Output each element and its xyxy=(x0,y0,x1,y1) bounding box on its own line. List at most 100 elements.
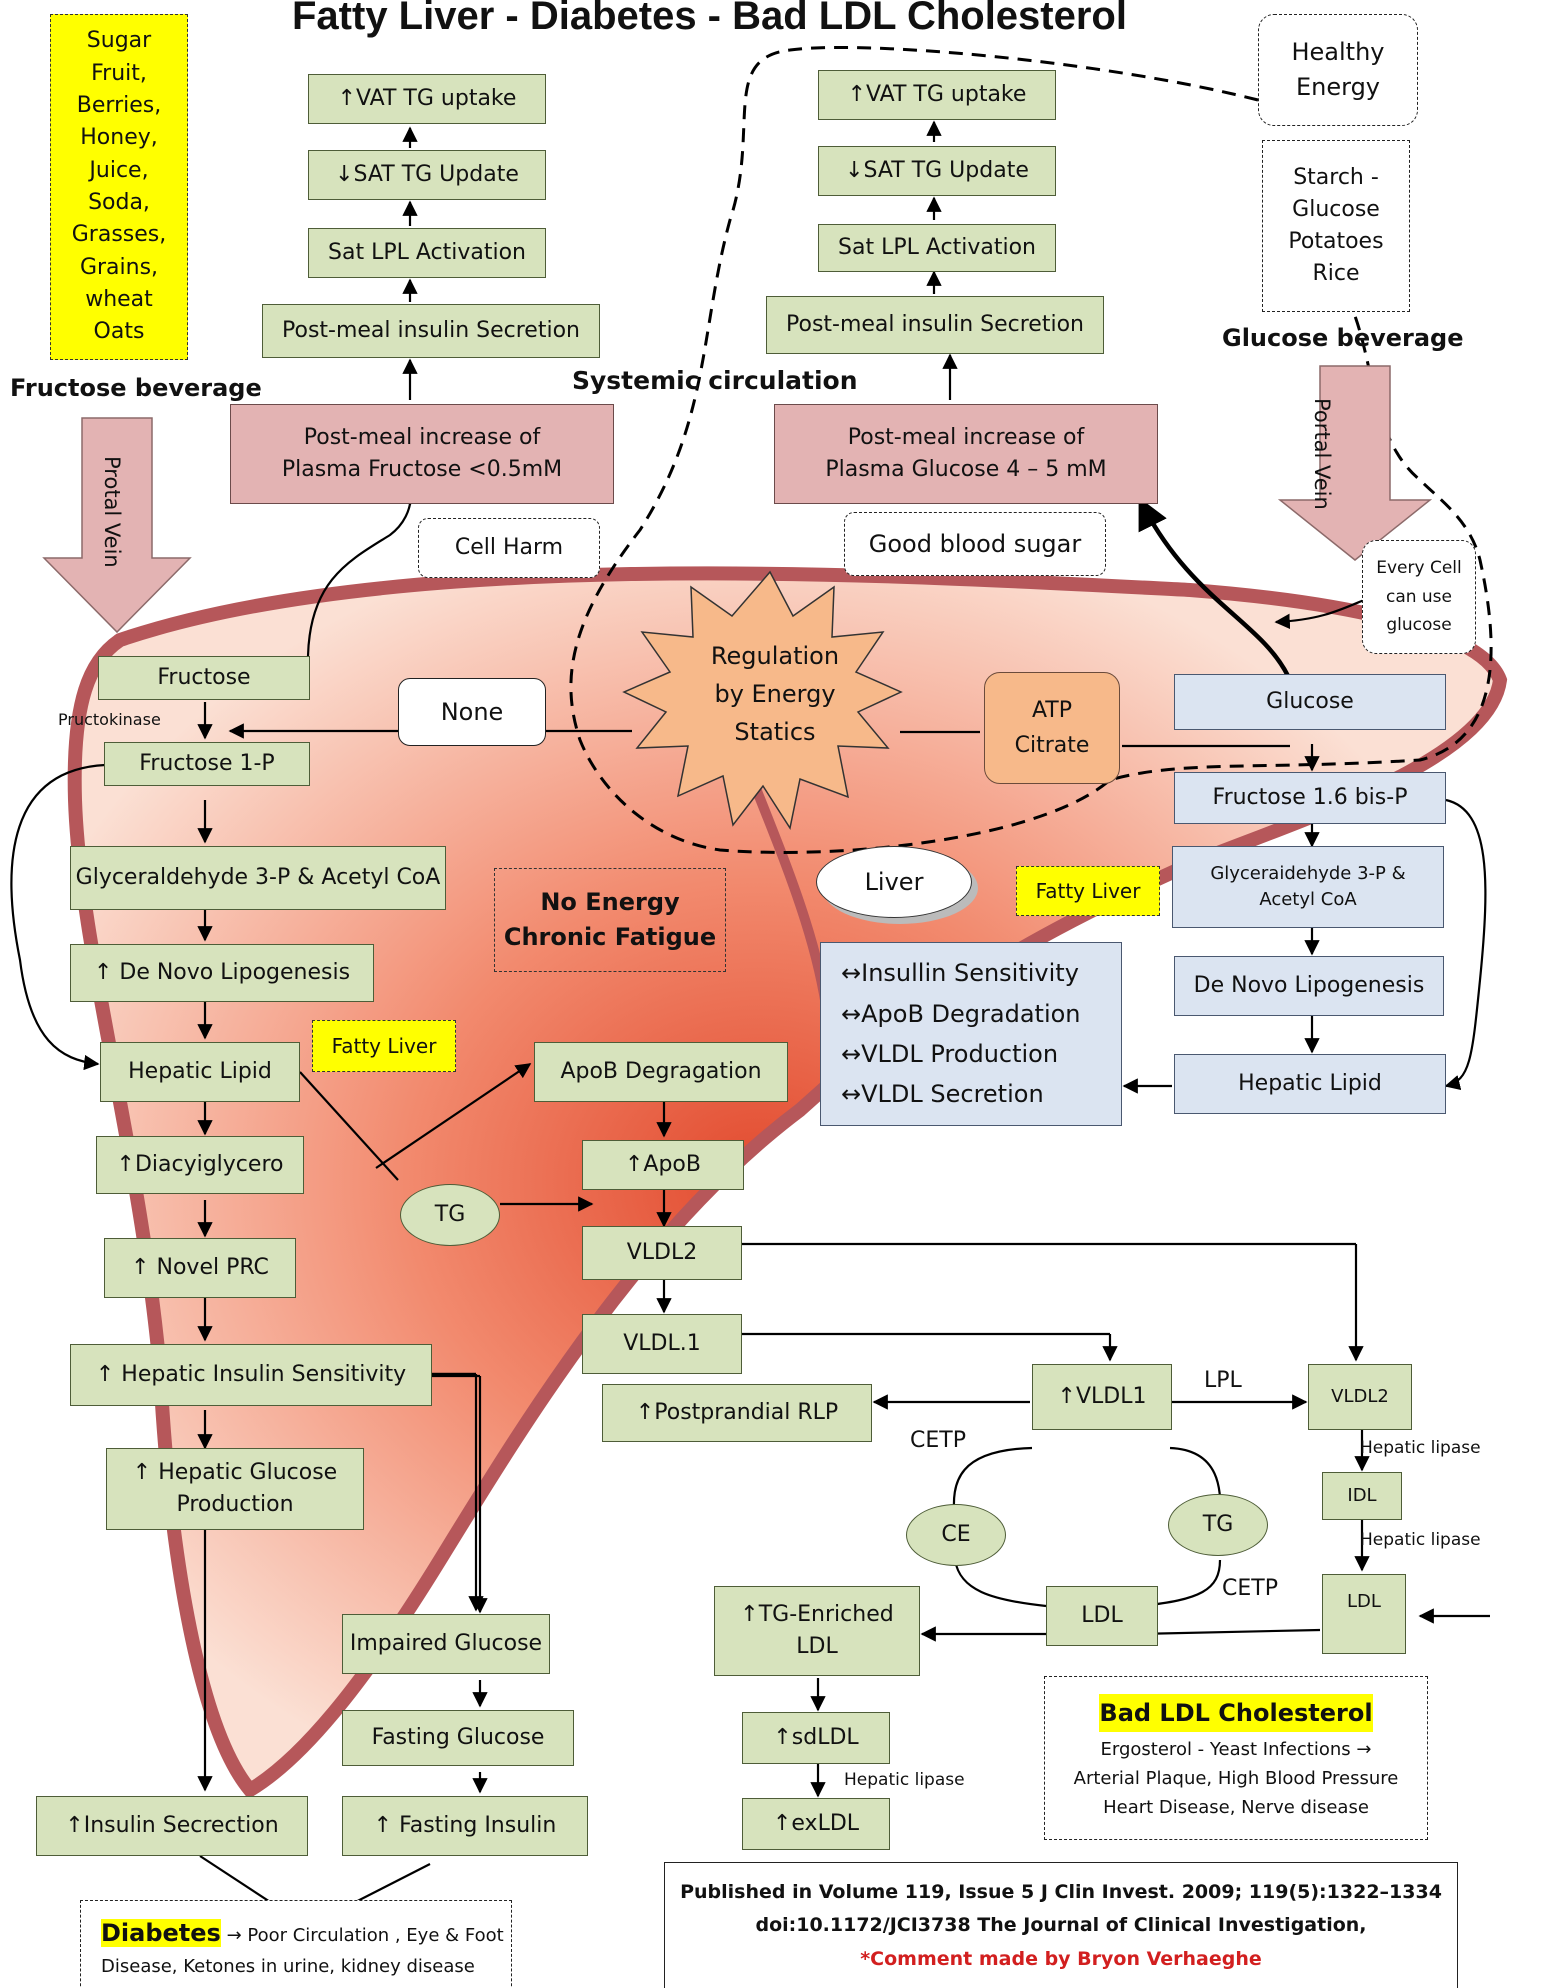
impaired-glucose-box: Impaired Glucose xyxy=(342,1614,550,1674)
citation-line-2: doi:10.1172/JCI3738 The Journal of Clini… xyxy=(755,1914,1367,1937)
vat-tg-uptake-right: ↑VAT TG uptake xyxy=(818,70,1056,120)
apob-box: ↑ApoB xyxy=(582,1140,744,1190)
systemic-circulation-outline xyxy=(569,45,1493,854)
no-energy-box: No Energy Chronic Fatigue xyxy=(494,868,726,972)
exldl-box: ↑exLDL xyxy=(742,1798,890,1850)
sugar-source: Grasses, xyxy=(71,222,167,248)
hepatic-glucose-line: Production xyxy=(176,1492,294,1517)
hepatic-lipid-left-box: Hepatic Lipid xyxy=(100,1042,300,1102)
hepatic-glucose-box: ↑ Hepatic Glucose Production xyxy=(106,1448,364,1530)
fructose-portal-vein-arrow xyxy=(42,417,192,634)
starch-glucose-box: Starch - Glucose Potatoes Rice xyxy=(1262,140,1410,312)
tg-ellipse-center: TG xyxy=(400,1184,500,1246)
fructose-portal-vein-label: Protal Vein xyxy=(100,456,124,568)
hepatic-lipase-label-2: Hepatic lipase xyxy=(1360,1530,1481,1550)
diacylglycerol-box: ↑Diacyiglycero xyxy=(96,1136,304,1194)
cetp-label-bottom: CETP xyxy=(1222,1576,1278,1601)
vldl1-right-box: ↑VLDL1 xyxy=(1032,1364,1172,1430)
every-cell-box: Every Cell can use glucose xyxy=(1362,540,1476,654)
sdldl-box: ↑sdLDL xyxy=(742,1712,890,1764)
healthy-energy-box: Healthy Energy xyxy=(1258,14,1418,126)
glyceraldehyde-left-box: Glyceraldehyde 3-P & Acetyl CoA xyxy=(70,846,446,910)
bad-ldl-box: Bad LDL Cholesterol Ergosterol - Yeast I… xyxy=(1044,1676,1428,1840)
glyceraldehyde-right-box: Glyceraidehyde 3-P & Acetyl CoA xyxy=(1172,846,1444,928)
starch-line: Glucose xyxy=(1292,197,1380,223)
bad-ldl-line: Ergosterol - Yeast Infections → xyxy=(1100,1739,1372,1760)
ldl-small-box: LDL xyxy=(1322,1574,1406,1654)
citation-comment: *Comment made by Bryon Verhaeghe xyxy=(860,1947,1262,1970)
systemic-circulation-label: Systemic circulation xyxy=(572,366,858,395)
insulin-secretion-left: Post-meal insulin Secretion xyxy=(262,304,600,358)
none-box: None xyxy=(398,678,546,746)
hepatic-glucose-line: ↑ Hepatic Glucose xyxy=(132,1460,338,1486)
tg-enriched-line: LDL xyxy=(796,1634,838,1659)
every-cell-line: glucose xyxy=(1386,615,1452,636)
regulation-line: by Energy xyxy=(714,679,836,708)
hepatic-lipase-label-3: Hepatic lipase xyxy=(844,1770,965,1790)
glucose-portal-vein-label: Portal Vein xyxy=(1310,398,1334,510)
good-blood-sugar-box: Good blood sugar xyxy=(844,512,1106,576)
apob-degradation-box: ApoB Degragation xyxy=(534,1042,788,1102)
diabetes-line-1: Diabetes → Poor Circulation , Eye & Foot xyxy=(101,1914,504,1952)
idl-box: IDL xyxy=(1322,1472,1402,1520)
fructose-beverage-label: Fructose beverage xyxy=(10,374,262,402)
fructose-box: Fructose xyxy=(98,656,310,700)
sat-lpl-activation-right: Sat LPL Activation xyxy=(818,224,1056,272)
sugar-source: Honey, xyxy=(80,125,158,151)
neutral-effect-line: ↔ApoB Degradation xyxy=(841,999,1081,1028)
plasma-fructose-box: Post-meal increase of Plasma Fructose <0… xyxy=(230,404,614,504)
novel-prc-box: ↑ Novel PRC xyxy=(104,1238,296,1298)
bad-ldl-line: Arterial Plaque, High Blood Pressure xyxy=(1073,1767,1399,1789)
fructose-bis-box: Fructose 1.6 bis-P xyxy=(1174,772,1446,824)
regulation-line: Regulation xyxy=(710,642,840,670)
glucose-portal-vein-arrow xyxy=(1277,365,1433,561)
citation-box: Published in Volume 119, Issue 5 J Clin … xyxy=(664,1862,1458,1988)
tg-enriched-ldl-box: ↑TG-Enriched LDL xyxy=(714,1586,920,1676)
fasting-insulin-box: ↑ Fasting Insulin xyxy=(342,1796,588,1856)
vldl2-center-box: VLDL2 xyxy=(582,1226,742,1280)
sugar-sources-box: Sugar Fruit, Berries, Honey, Juice, Soda… xyxy=(50,14,188,360)
hepatic-lipid-right-box: Hepatic Lipid xyxy=(1174,1054,1446,1114)
every-cell-line: Every Cell xyxy=(1376,557,1462,578)
vldl1-center-box: VLDL.1 xyxy=(582,1314,742,1374)
fasting-glucose-box: Fasting Glucose xyxy=(342,1710,574,1766)
regulation-starburst xyxy=(622,570,903,830)
tg-ellipse-right: TG xyxy=(1168,1494,1268,1556)
glucose-box: Glucose xyxy=(1174,674,1446,730)
neutral-effect-line: ↔Insullin Sensitivity xyxy=(841,959,1079,988)
healthy-energy-line: Healthy xyxy=(1291,38,1385,67)
regulation-line: Statics xyxy=(734,717,816,746)
atp-citrate-line: Citrate xyxy=(1014,733,1090,758)
diabetes-text: Disease, Ketones in urine, kidney diseas… xyxy=(101,1955,475,1977)
plasma-glucose-line: Plasma Glucose 4 – 5 mM xyxy=(825,457,1107,482)
sugar-source: wheat xyxy=(85,286,153,312)
neutral-effects-box: ↔Insullin Sensitivity ↔ApoB Degradation … xyxy=(820,942,1122,1126)
insulin-secretion-right: Post-meal insulin Secretion xyxy=(766,296,1104,354)
atp-citrate-line: ATP xyxy=(1031,697,1073,723)
plasma-glucose-line: Post-meal increase of xyxy=(847,425,1085,451)
fructokinase-label: Pructokinase xyxy=(58,710,161,729)
liver-label: Liver xyxy=(816,846,972,918)
diabetes-box: Diabetes → Poor Circulation , Eye & Foot… xyxy=(80,1900,512,1988)
sat-tg-update-left: ↓SAT TG Update xyxy=(308,150,546,200)
bad-ldl-line: Heart Disease, Nerve disease xyxy=(1103,1796,1369,1818)
cetp-label-top: CETP xyxy=(910,1428,966,1453)
neutral-effect-line: ↔VLDL Production xyxy=(841,1040,1059,1068)
de-novo-left-box: ↑ De Novo Lipogenesis xyxy=(70,944,374,1002)
plasma-fructose-line: Post-meal increase of xyxy=(303,425,541,451)
fatty-liver-right: Fatty Liver xyxy=(1016,866,1160,916)
hepatic-insulin-box: ↑ Hepatic Insulin Sensitivity xyxy=(70,1344,432,1406)
insulin-secrection-box: ↑Insulin Secrection xyxy=(36,1796,308,1856)
glyceraldehyde-right-line: Acetyl CoA xyxy=(1259,889,1357,910)
no-energy-line: No Energy xyxy=(540,888,680,917)
sugar-source: Soda, xyxy=(88,190,150,215)
fructose-1p-box: Fructose 1-P xyxy=(104,742,310,786)
atp-citrate-box: ATP Citrate xyxy=(984,672,1120,784)
sugar-source: Grains, xyxy=(79,254,159,280)
vat-tg-uptake-left: ↑VAT TG uptake xyxy=(308,74,546,124)
ce-ellipse: CE xyxy=(906,1504,1006,1566)
cell-harm-box: Cell Harm xyxy=(418,518,600,578)
citation-line-1: Published in Volume 119, Issue 5 J Clin … xyxy=(680,1881,1442,1904)
